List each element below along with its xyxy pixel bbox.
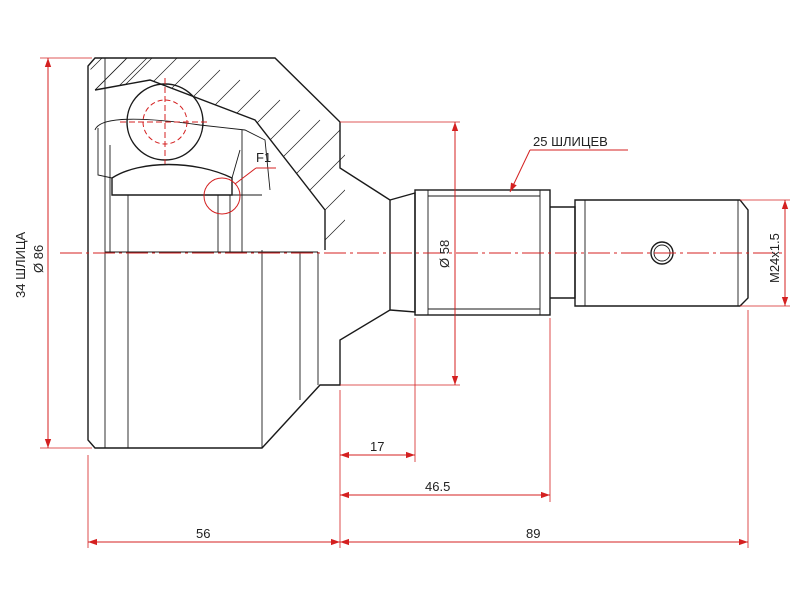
dim-outer-diameter: Ø 86 34 ШЛИЦА (13, 57, 92, 449)
dim-shoulder-diameter: Ø 58 (340, 121, 460, 386)
dim-outer-diameter-label: Ø 86 (31, 245, 46, 273)
dim-bottom: 17 46.5 56 89 (87, 310, 749, 548)
detail-label: F1 (256, 150, 271, 165)
dim-thread: M24x1.5 (740, 199, 790, 307)
dim-56-label: 56 (196, 526, 210, 541)
dim-46-5-label: 46.5 (425, 479, 450, 494)
dim-89-label: 89 (526, 526, 540, 541)
housing-section-outline (94, 79, 326, 250)
joint-housing (87, 57, 391, 449)
detail-callout: F1 (203, 150, 276, 215)
callout-outer-splines-label: 25 ШЛИЦЕВ (533, 134, 608, 149)
dim-inner-splines-label: 34 ШЛИЦА (13, 232, 28, 298)
dim-thread-label: M24x1.5 (767, 233, 782, 283)
callout-outer-splines: 25 ШЛИЦЕВ (509, 134, 628, 193)
ball-cage (97, 78, 241, 196)
dim-17-label: 17 (370, 439, 384, 454)
dim-shoulder-diameter-label: Ø 58 (437, 240, 452, 268)
